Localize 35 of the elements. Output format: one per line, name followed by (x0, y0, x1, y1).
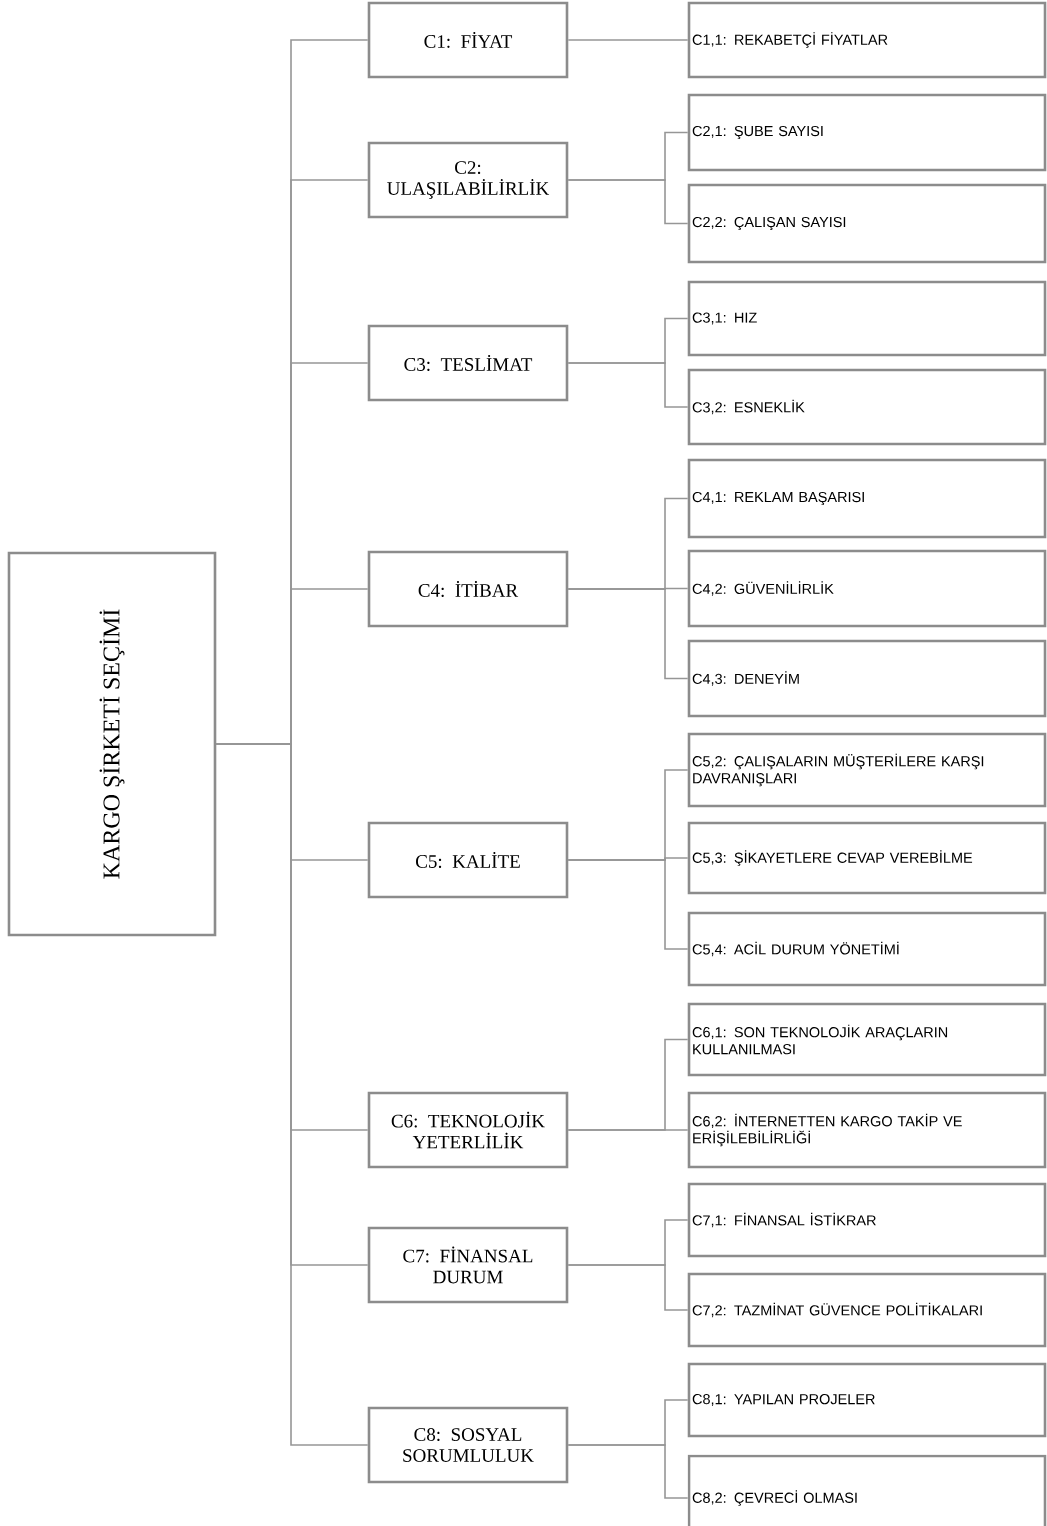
criterion-box: C4: İTİBAR (367, 550, 569, 628)
criterion-box: C2: ULAŞILABİLİRLİK (367, 141, 569, 219)
sub-criterion-box: C5,4: ACİL DURUM YÖNETİMİ (687, 911, 1047, 987)
sub-criterion-box: C6,2: İNTERNETTEN KARGO TAKİP VE ERİŞİLEBİLİRLİĞİ (687, 1091, 1047, 1169)
connector-line (567, 179, 689, 225)
sub-criterion-box: C3,2: ESNEKLİK (687, 368, 1047, 446)
connector-line (567, 859, 689, 950)
root-box: KARGO ŞİRKETİ SEÇİMİ (7, 551, 217, 937)
sub-criterion-box: C7,2: TAZMİNAT GÜVENCE POLİTİKALARI (687, 1272, 1047, 1348)
sub-criterion-box: C3,1: HIZ (687, 280, 1047, 357)
connector-line (567, 588, 689, 680)
criterion-box: C8: SOSYAL SORUMLULUK (367, 1406, 569, 1484)
connector-line (567, 1129, 689, 1131)
sub-criterion-box: C2,2: ÇALIŞAN SAYISI (687, 183, 1047, 264)
sub-criterion-box: C4,2: GÜVENİLİRLİK (687, 549, 1047, 628)
sub-criterion-box: C8,2: ÇEVRECİ OLMASI (687, 1454, 1047, 1526)
criterion-box: C7: FİNANSAL DURUM (367, 1226, 569, 1304)
sub-criterion-box: C5,3: ŞİKAYETLERE CEVAP VEREBİLME (687, 821, 1047, 895)
sub-criterion-box: C4,3: DENEYİM (687, 639, 1047, 718)
sub-criterion-box: C5,2: ÇALIŞALARIN MÜŞTERİLERE KARŞI DAVRANIŞLARI (687, 732, 1047, 808)
connector-line (567, 1444, 689, 1499)
criterion-box: C5: KALİTE (367, 821, 569, 899)
connector-line (567, 1264, 689, 1311)
sub-criterion-box: C8,1: YAPILAN PROJELER (687, 1362, 1047, 1438)
connector-line (567, 39, 689, 41)
sub-criterion-box: C7,1: FİNANSAL İSTİKRAR (687, 1182, 1047, 1258)
connector-line (215, 743, 369, 1446)
sub-criterion-box: C2,1: ŞUBE SAYISI (687, 93, 1047, 172)
criterion-box: C6: TEKNOLOJİK YETERLİLİK (367, 1091, 569, 1169)
connector-line (567, 362, 689, 408)
sub-criterion-box: C4,1: REKLAM BAŞARISI (687, 458, 1047, 539)
criterion-box: C3: TESLİMAT (367, 324, 569, 402)
sub-criterion-box: C1,1: REKABETÇİ FİYATLAR (687, 1, 1047, 79)
sub-criterion-box: C6,1: SON TEKNOLOJİK ARAÇLARIN KULLANILMASI (687, 1002, 1047, 1077)
criterion-box: C1: FİYAT (367, 1, 569, 79)
